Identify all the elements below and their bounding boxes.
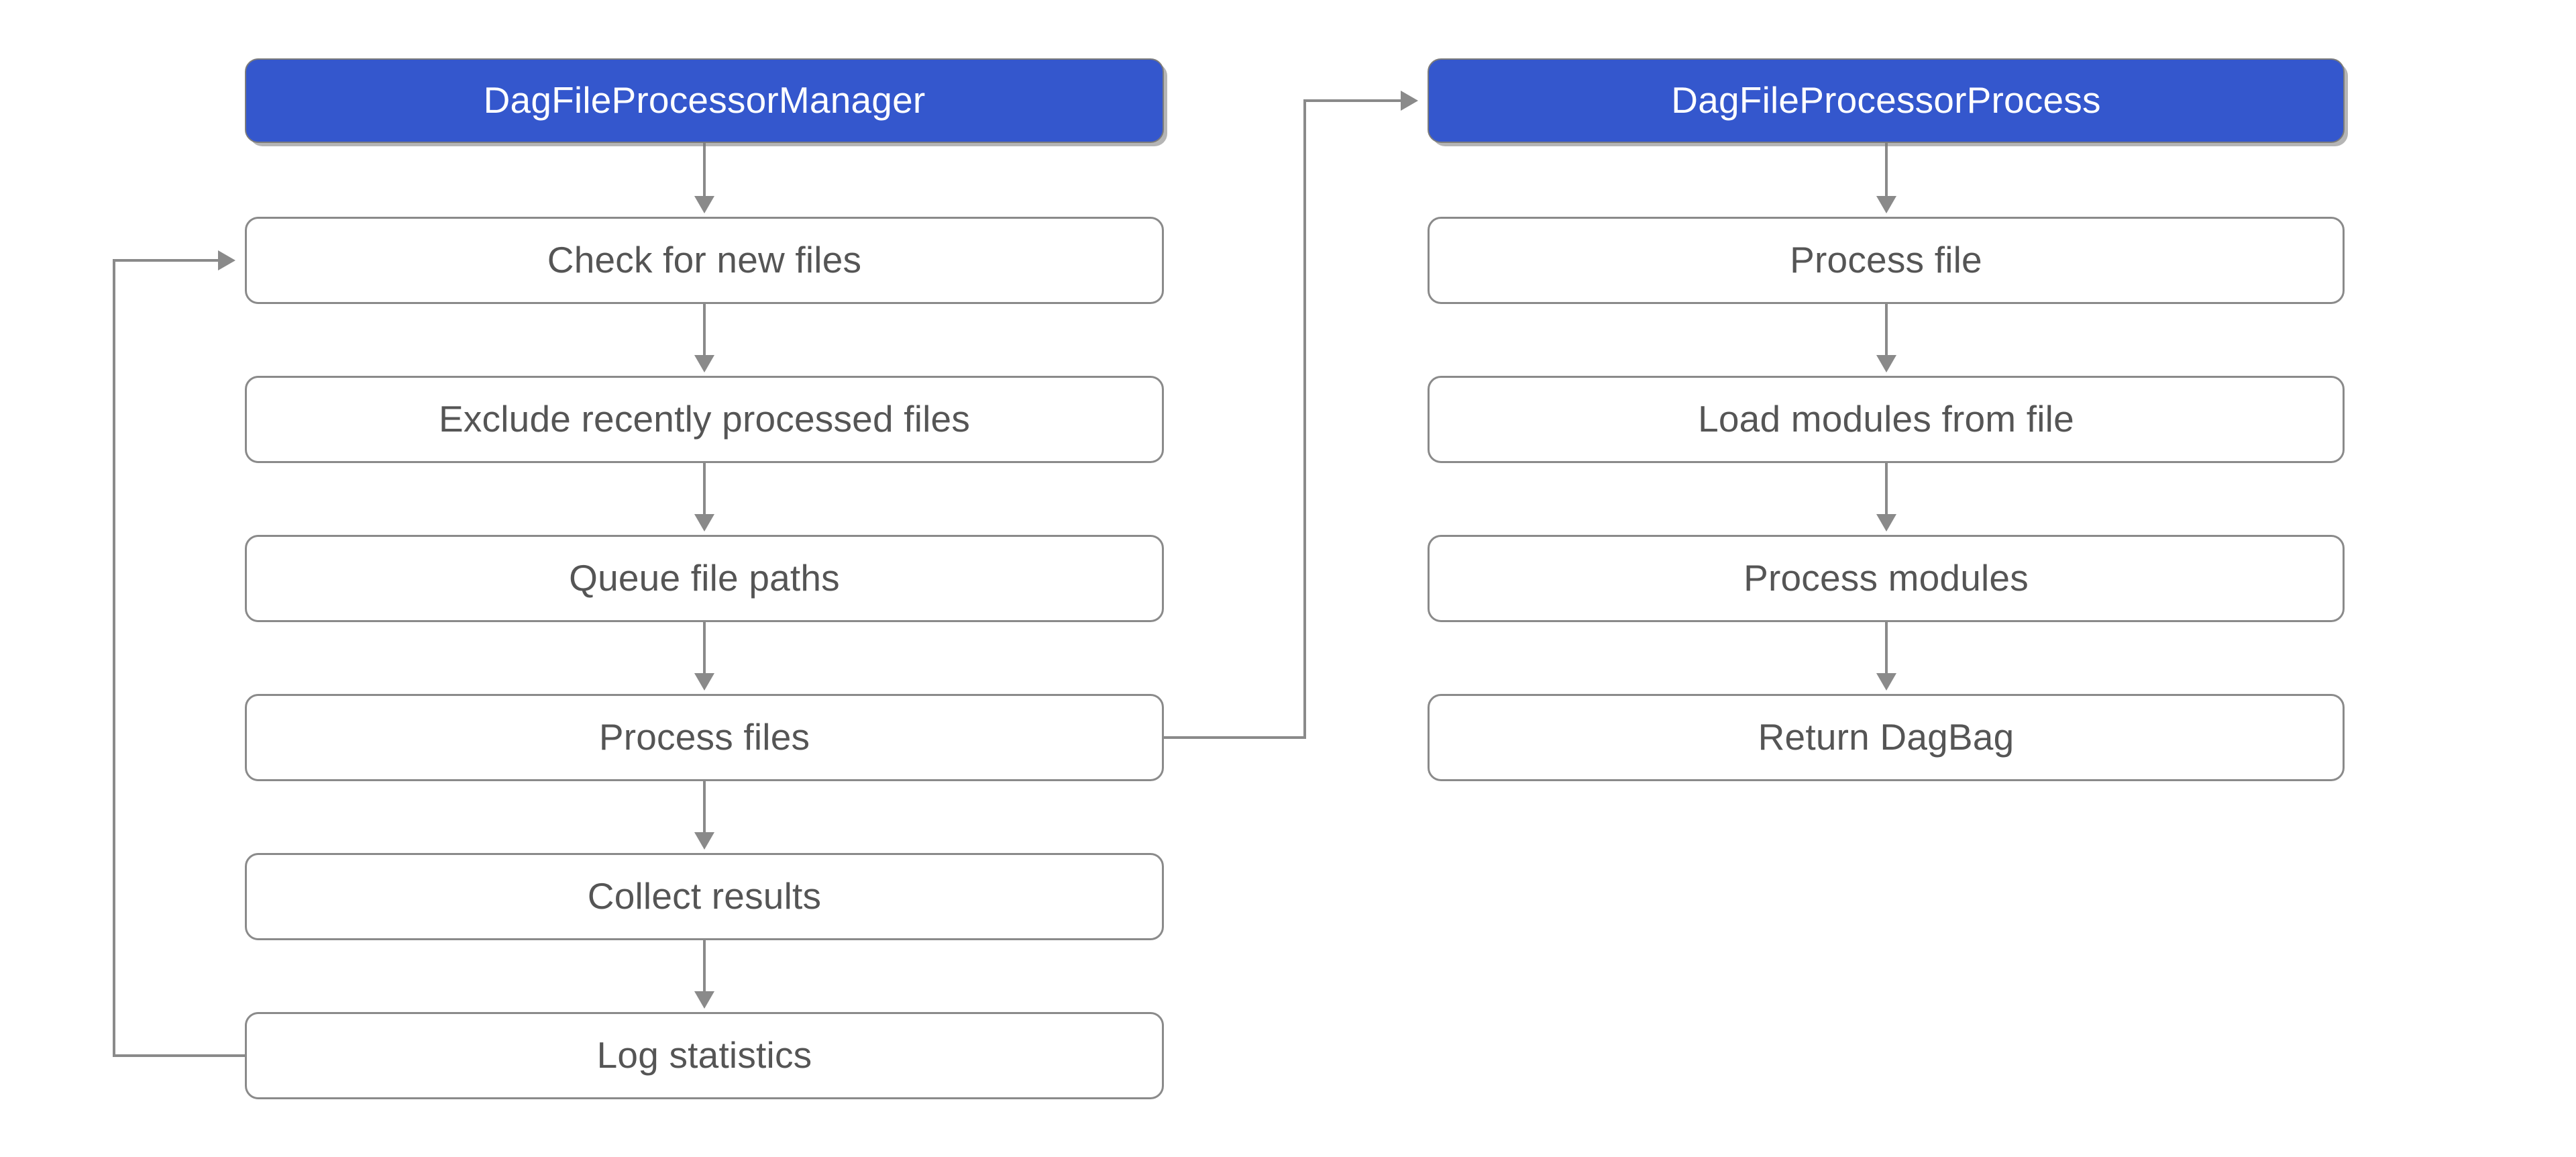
node-collect-results[interactable]: Collect results: [245, 853, 1164, 940]
node-label: Process modules: [1743, 557, 2029, 599]
node-process-file[interactable]: Process file: [1428, 217, 2345, 304]
node-process-files[interactable]: Process files: [245, 694, 1164, 781]
node-manager-header[interactable]: DagFileProcessorManager: [245, 58, 1164, 143]
edge-processmodules-to-returndagbag: [1876, 622, 1896, 691]
node-return-dagbag[interactable]: Return DagBag: [1428, 694, 2345, 781]
node-label: DagFileProcessorManager: [483, 79, 926, 121]
node-processor-header[interactable]: DagFileProcessorProcess: [1428, 58, 2345, 143]
node-log-statistics[interactable]: Log statistics: [245, 1012, 1164, 1099]
edge-processfile-to-loadmodules: [1876, 304, 1896, 372]
node-queue-file-paths[interactable]: Queue file paths: [245, 535, 1164, 622]
edge-check-to-exclude: [694, 304, 714, 372]
node-label: Log statistics: [596, 1034, 812, 1076]
edge-processorheader-to-processfile: [1876, 143, 1896, 213]
edge-queue-to-process: [694, 622, 714, 691]
edge-loadmodules-to-processmodules: [1876, 463, 1896, 532]
edge-log-loopback-to-check: [113, 250, 245, 1057]
node-label: Load modules from file: [1698, 398, 2074, 440]
node-label: Collect results: [587, 875, 822, 917]
node-check-for-new-files[interactable]: Check for new files: [245, 217, 1164, 304]
node-label: Queue file paths: [569, 557, 840, 599]
edge-exclude-to-queue: [694, 463, 714, 532]
node-load-modules-from-file[interactable]: Load modules from file: [1428, 376, 2345, 463]
node-label: DagFileProcessorProcess: [1671, 79, 2101, 121]
node-label: Exclude recently processed files: [438, 398, 971, 440]
edge-collect-to-log: [694, 940, 714, 1009]
node-label: Process file: [1790, 239, 1982, 281]
node-label: Process files: [598, 716, 810, 758]
node-process-modules[interactable]: Process modules: [1428, 535, 2345, 622]
edge-process-to-collect: [694, 781, 714, 850]
node-label: Check for new files: [547, 239, 862, 281]
node-label: Return DagBag: [1758, 716, 2015, 758]
node-exclude-recently-processed-files[interactable]: Exclude recently processed files: [245, 376, 1164, 463]
edge-manager-to-check: [694, 143, 714, 213]
edge-processfiles-to-processorheader: [1164, 91, 1418, 739]
